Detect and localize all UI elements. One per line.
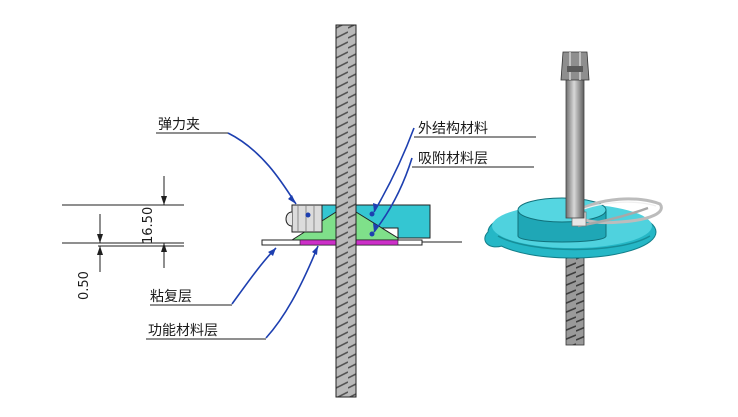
dimension-marks (62, 176, 184, 272)
device-3d-render (484, 51, 663, 346)
clip-marker (305, 212, 311, 218)
outer-structure-marker (369, 211, 375, 217)
leader-functional (265, 245, 319, 339)
functional-layer-left (299, 239, 337, 246)
dimension-total: 16.50 (141, 207, 156, 244)
label-adhesive-layer: 粘复层 (150, 288, 192, 305)
leader-outer-structure (373, 127, 415, 213)
label-adsorption-layer: 吸附材料层 (418, 151, 488, 167)
leader-spring-clip (227, 132, 297, 205)
dimension-base: 0.50 (77, 271, 92, 300)
render-shaft (565, 77, 585, 219)
label-spring-clip: 弹力夹 (158, 117, 200, 133)
adsorption-marker (369, 231, 375, 237)
leader-adhesive (231, 247, 277, 305)
functional-layer-right (355, 239, 399, 246)
threaded-rod (335, 24, 357, 398)
label-functional-layer: 功能材料层 (148, 323, 218, 339)
render-threaded-section (565, 244, 585, 346)
label-outer-structure: 外结构材料 (418, 121, 488, 137)
spring-clip-part (285, 204, 323, 233)
cross-section: 弹力夹 外结构材料 吸附材料层 粘复层 功能材料层 16.50 0.50 (62, 24, 536, 398)
